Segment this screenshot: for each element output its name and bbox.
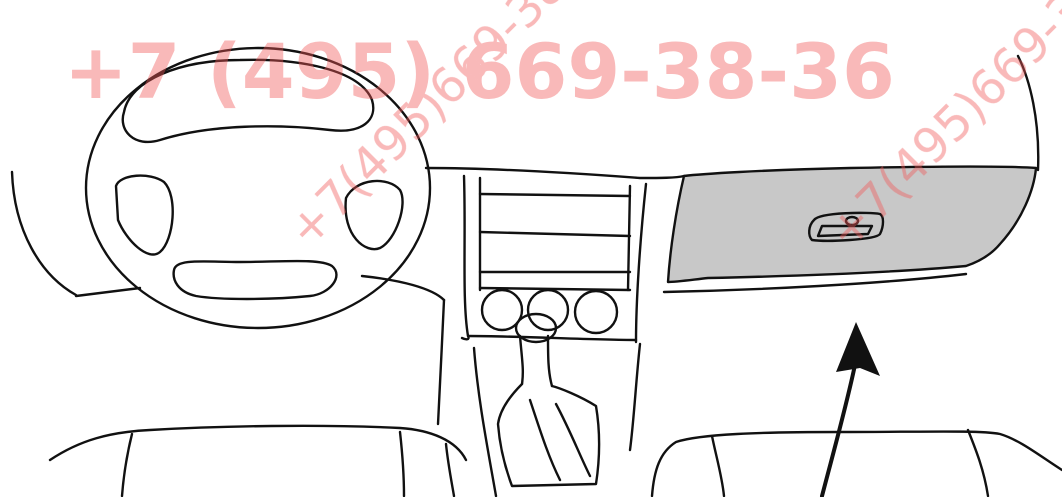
gear-boot	[498, 384, 599, 486]
arrow-head	[836, 322, 880, 376]
driver-seat-back	[50, 426, 466, 460]
tunnel-left	[438, 300, 444, 424]
left-door-edge	[12, 172, 76, 295]
climate-knob-center	[528, 290, 568, 330]
gear-stick	[520, 336, 552, 386]
tunnel-left-2	[474, 348, 496, 496]
climate-knob-right	[575, 291, 617, 333]
driver-seat-center	[446, 444, 454, 496]
radio-slot-line-1	[480, 232, 630, 236]
pointer-arrow	[822, 322, 880, 496]
console-inner-right	[628, 186, 630, 290]
arrow-shaft	[822, 360, 856, 496]
gear-boot-fold-2	[556, 404, 590, 476]
steering-wheel-left-opening	[116, 176, 173, 255]
passenger-seat-side-right	[968, 430, 988, 496]
center-console	[438, 176, 646, 496]
tunnel-right	[630, 344, 640, 450]
console-left-edge	[462, 176, 469, 339]
driver-seat-side-left	[122, 434, 132, 496]
steering-wheel-bottom-opening	[174, 261, 337, 299]
lower-dash-center	[362, 276, 444, 300]
gear-boot-fold-1	[530, 400, 560, 480]
lower-dash-left	[76, 288, 140, 296]
console-right-edge	[636, 184, 646, 342]
passenger-seat-side-left	[712, 436, 724, 496]
driver-seat-side-right	[400, 432, 404, 496]
console-top-edge	[480, 194, 630, 196]
